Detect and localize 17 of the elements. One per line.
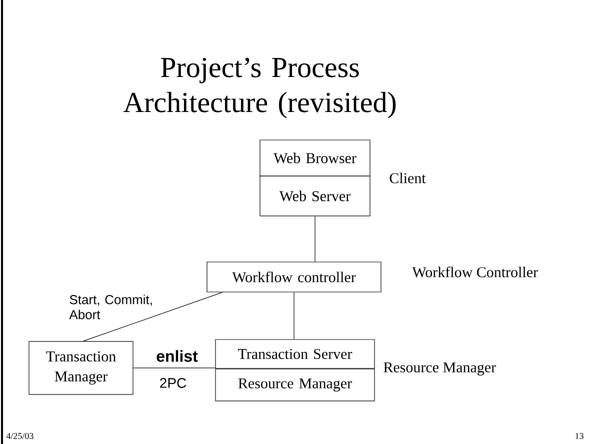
side-label: Client [390,172,426,184]
connector-line [314,216,316,262]
process-box: Transaction Server [215,339,375,369]
process-box: Web Server [260,176,370,216]
edge-label: enlist [156,350,198,362]
protocol-label: 2PC [160,378,186,388]
footer-text: 13 [576,432,584,440]
edge-label: Start, Commit, Abort [69,294,152,320]
process-box: Workflow controller [206,262,382,292]
title: Project’s Process Architecture (revisited) [123,58,396,118]
side-label: Workflow Controller [412,266,538,278]
side-label: Resource Manager [384,362,496,376]
process-box: Transaction Manager [28,341,134,395]
process-box: Resource Manager [215,368,375,402]
footer-text: 4/25/03 [6,432,34,440]
process-box: Web Browser [260,140,370,176]
connector-line [82,292,223,342]
